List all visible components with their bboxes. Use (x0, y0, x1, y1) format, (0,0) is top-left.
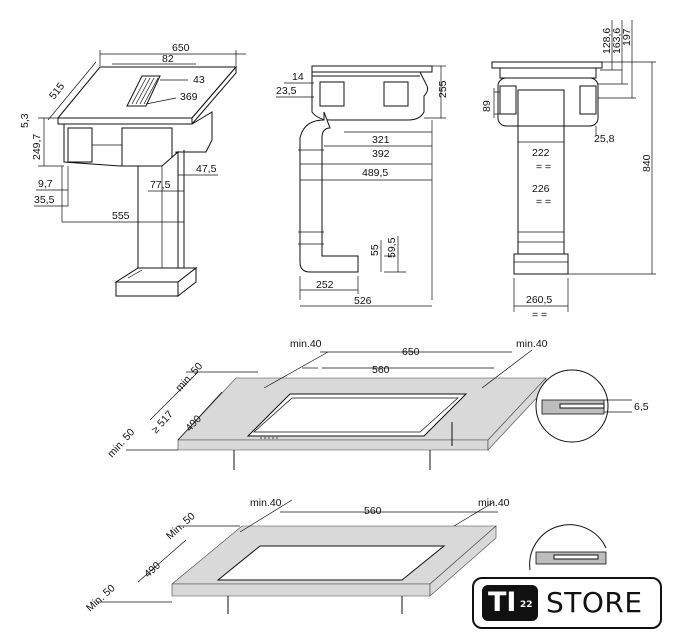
dim-650: 650 (172, 42, 190, 54)
dim-77-5: 77,5 (150, 179, 171, 191)
store-logo: TI 22 STORE (472, 577, 662, 629)
dim-840: 840 (641, 154, 653, 172)
dim-9-7: 9,7 (38, 178, 53, 190)
dim-321: 321 (372, 134, 390, 146)
dim-255: 255 (437, 80, 449, 98)
dim-252: 252 (316, 279, 334, 291)
dim-163-6: 163,6 (611, 28, 623, 54)
dim-650-cutout: 650 (402, 346, 420, 358)
isometric-view: 650 82 43 369 515 5,3 249,7 9,7 35,5 77,… (19, 42, 246, 298)
dim-515: 515 (47, 81, 67, 102)
dim-128-6: 128,6 (601, 28, 613, 54)
detail-circle-top (529, 524, 607, 571)
duct-base (115, 281, 179, 297)
dim-43: 43 (193, 74, 205, 86)
side-view: 14 23,5 255 321 392 489,5 55 59,5 252 52… (276, 65, 449, 307)
dim-526: 526 (354, 295, 372, 307)
dim-392: 392 (372, 148, 390, 160)
dim-min40-left: min.40 (290, 338, 322, 350)
hob-front-edge (57, 117, 193, 125)
cutout-flush (246, 393, 468, 437)
dim-14: 14 (292, 71, 304, 83)
dim-222: 222 (532, 147, 550, 159)
logo-wordmark: STORE (546, 586, 643, 619)
front-hob-plate (491, 61, 603, 69)
dim-6-5: 6,5 (634, 401, 649, 413)
dim-47-5: 47,5 (196, 163, 217, 175)
dim-23-5: 23,5 (276, 85, 297, 97)
dim-min50-top: min. 50 (173, 360, 205, 394)
duct-column (137, 150, 179, 283)
dim-249-7: 249,7 (31, 134, 43, 160)
dim-59-5: 59,5 (386, 237, 398, 258)
dim-min40-right-top: min.40 (478, 497, 510, 509)
dim-369: 369 (180, 91, 198, 103)
dim-555: 555 (112, 210, 130, 222)
dim-226: 226 (532, 183, 550, 195)
equal-mark-226: = = (536, 196, 551, 208)
side-duct (299, 111, 359, 273)
dim-82: 82 (162, 53, 174, 65)
side-hob-plate (311, 65, 433, 73)
dim-489-5: 489,5 (362, 167, 388, 179)
vent-grille (126, 75, 161, 107)
logo-mark: TI 22 (482, 585, 538, 621)
dim-min50-bottom: min. 50 (105, 426, 137, 460)
front-view: 128,6 163,6 197 89 25,8 222 = = 226 = = … (481, 20, 656, 321)
hob-top (56, 66, 238, 119)
dim-5-3: 5,3 (19, 113, 31, 128)
dim-260-5: 260,5 (526, 294, 552, 306)
dim-560-top: 560 (364, 505, 382, 517)
dim-517: ≥ 517 (149, 408, 176, 436)
logo-mark-text: TI (488, 587, 517, 618)
dim-min40-right: min.40 (516, 338, 548, 350)
dim-89: 89 (481, 100, 493, 112)
dim-min50-bottom-2: Min. 50 (84, 582, 118, 614)
cutout-top (216, 545, 446, 581)
dim-560-flush: 560 (372, 364, 390, 376)
dim-197: 197 (621, 28, 633, 46)
dim-min40-left-top: min.40 (250, 497, 282, 509)
dim-25-8: 25,8 (594, 133, 615, 145)
equal-mark-base: = = (532, 309, 547, 321)
cutout-flush-view: min.40 650 min.40 560 min. 50 ≥ 517 490 … (105, 338, 649, 470)
logo-superscript: 22 (520, 600, 533, 610)
dim-55: 55 (369, 244, 381, 256)
dim-35-5: 35,5 (34, 194, 55, 206)
front-base (513, 253, 569, 275)
equal-mark-222: = = (536, 161, 551, 173)
